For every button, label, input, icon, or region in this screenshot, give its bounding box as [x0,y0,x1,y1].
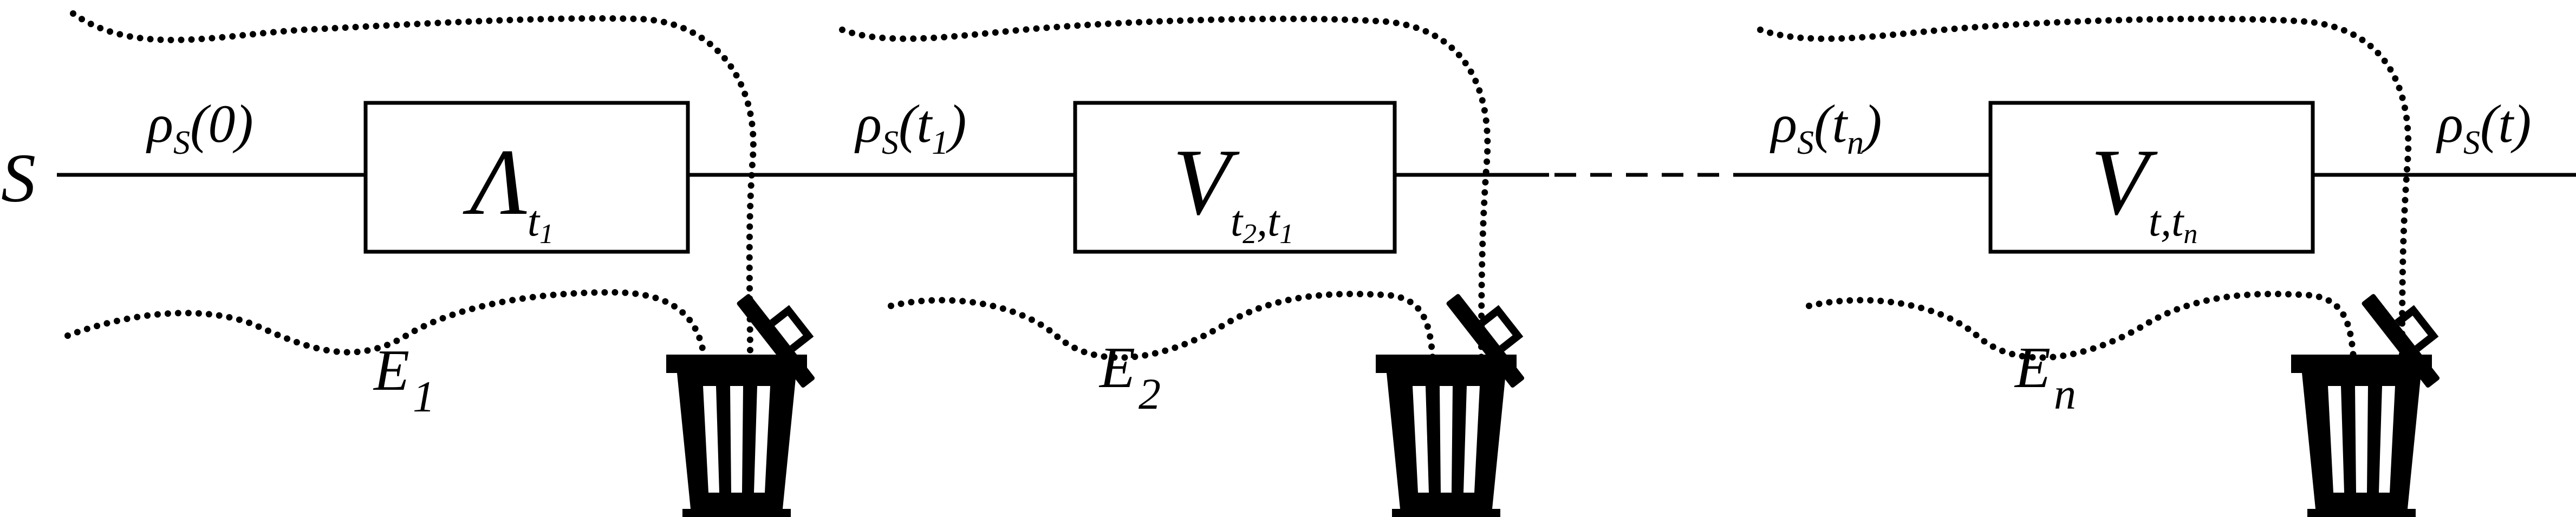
map-box-n: Vt,tn [1988,101,2315,254]
environment-1-lines [64,10,757,361]
state-label-1: ρS(t1) [854,94,966,161]
map-box-2: Vt2,t1 [1073,101,1397,254]
svg-text:Vt2,t1: Vt2,t1 [1173,129,1293,250]
state-label-t: ρS(t) [2436,94,2531,161]
svg-text:Λt1: Λt1 [463,129,554,250]
trash-can-icon [2291,280,2457,517]
environment-label-2: E2 [1098,336,1161,418]
trash-can-icon [1376,280,1541,517]
map-box-1: Λt1 [363,101,690,254]
state-label-n: ρS(tn) [1770,94,1882,161]
trash-can-icon [666,280,832,517]
environment-label-n: En [2014,336,2076,418]
environment-label-1: E1 [373,338,435,421]
environment-n-lines [1757,15,2412,361]
environment-2-lines [839,15,1491,361]
system-label: S [1,140,36,217]
state-label-0: ρS(0) [146,94,253,161]
svg-text:Vt,tn: Vt,tn [2091,129,2197,250]
